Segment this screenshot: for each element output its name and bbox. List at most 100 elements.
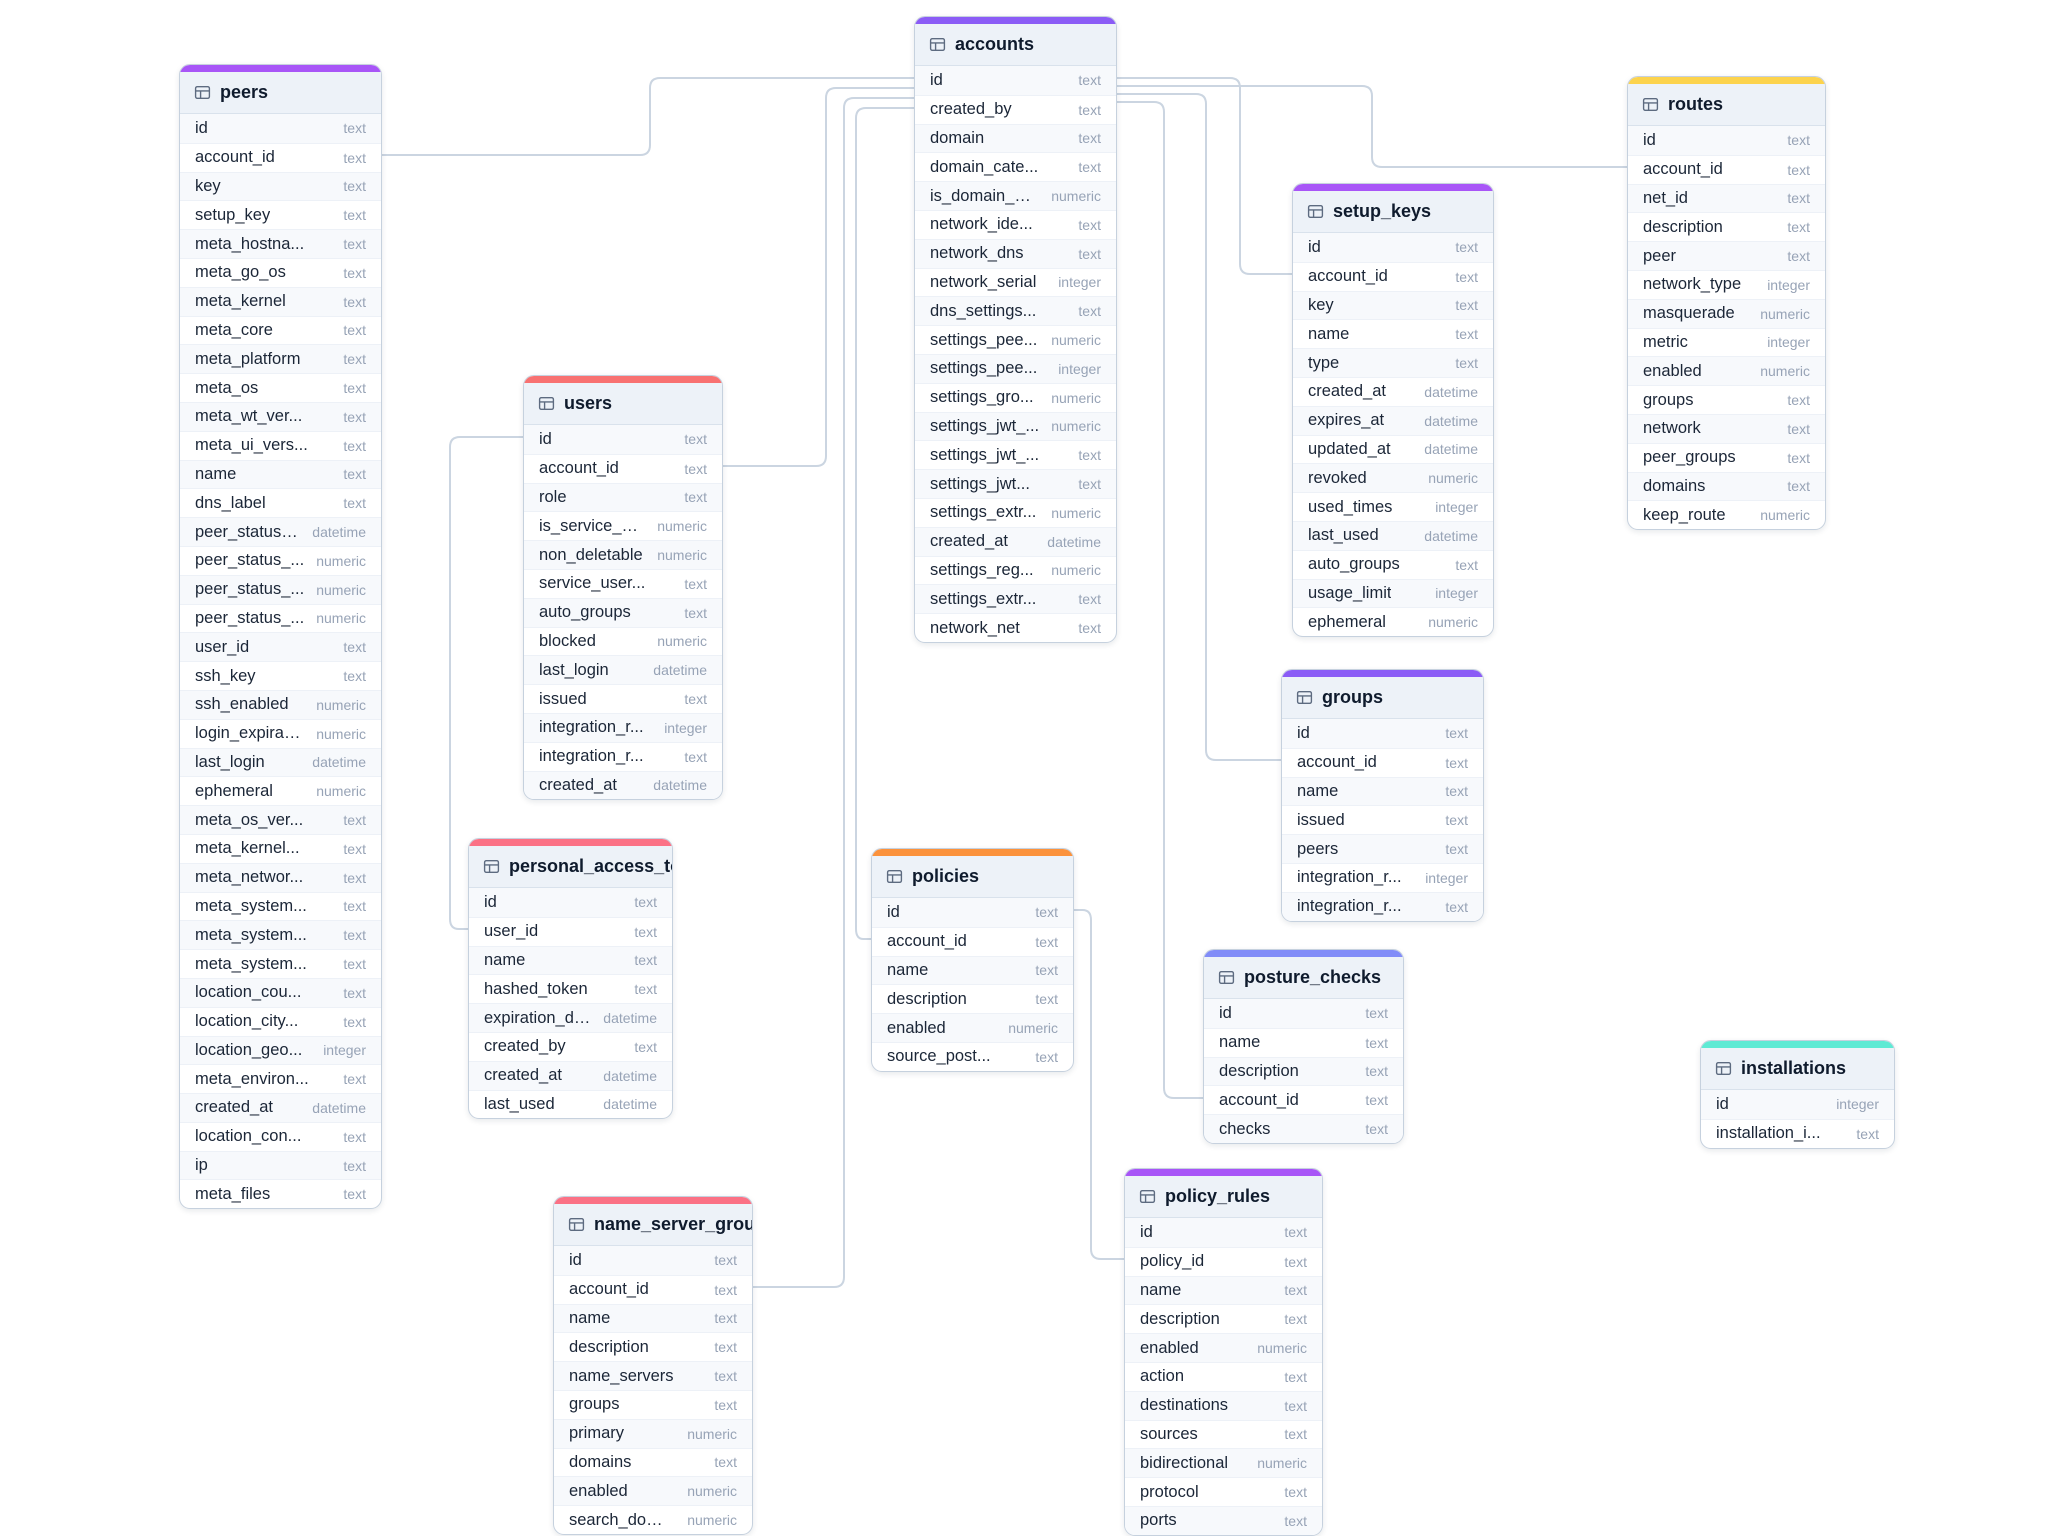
table-name: accounts	[955, 34, 1035, 54]
field-row: settings_jwt_...text	[915, 440, 1116, 469]
field-row: network_ide...text	[915, 209, 1116, 239]
field-row: source_post...text	[872, 1041, 1073, 1071]
field-name: network_net	[930, 618, 1020, 637]
field-name: peer_status_...	[195, 580, 305, 599]
field-type: text	[1078, 101, 1101, 118]
table-icon	[1139, 1188, 1156, 1205]
field-type: text	[1445, 783, 1468, 800]
table-personal_access_tokens[interactable]: personal_access_tokensidtextuser_idtextn…	[468, 838, 673, 1120]
field-name: domain_cate...	[930, 157, 1039, 176]
table-header-setup_keys[interactable]: setup_keys	[1293, 191, 1493, 233]
field-name: peer	[1643, 246, 1677, 265]
field-name: destinations	[1140, 1396, 1229, 1415]
field-type: text	[1787, 392, 1810, 409]
field-name: enabled	[1140, 1338, 1199, 1357]
field-type: text	[714, 1281, 737, 1298]
field-name: login_expirati...	[195, 724, 305, 743]
field-type: text	[634, 981, 657, 998]
field-row: dns_settings...text	[915, 296, 1116, 326]
field-type: text	[1284, 1426, 1307, 1443]
table-header-name_server_groups[interactable]: name_server_groups	[554, 1204, 752, 1246]
table-header-users[interactable]: users	[524, 383, 722, 425]
table-header-routes[interactable]: routes	[1628, 84, 1825, 126]
field-row: login_expirati...numeric	[180, 718, 381, 748]
field-name: account_id	[1308, 267, 1388, 286]
field-type: text	[714, 1396, 737, 1413]
table-header-personal_access_tokens[interactable]: personal_access_tokens	[469, 846, 672, 888]
field-type: numeric	[1257, 1340, 1307, 1357]
field-name: auto_groups	[1308, 555, 1400, 574]
field-type: text	[1787, 132, 1810, 149]
table-header-policy_rules[interactable]: policy_rules	[1125, 1176, 1322, 1218]
field-type: numeric	[687, 1483, 737, 1500]
field-type: text	[714, 1454, 737, 1471]
table-header-peers[interactable]: peers	[180, 72, 381, 114]
field-name: service_user...	[539, 574, 646, 593]
field-type: text	[1445, 812, 1468, 829]
field-name: masquerade	[1643, 304, 1735, 323]
field-name: description	[887, 989, 967, 1008]
field-type: text	[1445, 725, 1468, 742]
table-icon	[568, 1216, 585, 1233]
field-name: created_at	[1308, 382, 1386, 401]
field-name: peer_status_...	[195, 608, 305, 627]
field-type: integer	[1425, 869, 1468, 886]
field-type: text	[343, 178, 366, 195]
field-type: text	[1455, 239, 1478, 256]
field-row: peer_status_...numeric	[180, 545, 381, 575]
field-type: integer	[1767, 334, 1810, 351]
table-header-installations[interactable]: installations	[1701, 1048, 1894, 1090]
field-type: text	[343, 495, 366, 512]
field-row: search_doma...numeric	[554, 1505, 752, 1534]
field-type: text	[1787, 161, 1810, 178]
table-header-posture_checks[interactable]: posture_checks	[1204, 957, 1403, 999]
field-type: text	[343, 668, 366, 685]
field-type: text	[1284, 1311, 1307, 1328]
table-name_server_groups[interactable]: name_server_groupsidtextaccount_idtextna…	[553, 1196, 753, 1535]
field-name: settings_jwt_...	[930, 416, 1040, 435]
field-name: settings_jwt_...	[930, 445, 1040, 464]
table-header-policies[interactable]: policies	[872, 856, 1073, 898]
table-header-groups[interactable]: groups	[1282, 677, 1483, 719]
field-type: text	[343, 437, 366, 454]
field-name: integration_r...	[539, 747, 644, 766]
table-header-accounts[interactable]: accounts	[915, 24, 1116, 66]
field-type: text	[684, 460, 707, 477]
field-name: meta_os_ver...	[195, 810, 304, 829]
table-accent-bar	[872, 849, 1073, 856]
table-accent-bar	[915, 17, 1116, 24]
field-name: type	[1308, 353, 1340, 372]
field-type: text	[1284, 1253, 1307, 1270]
